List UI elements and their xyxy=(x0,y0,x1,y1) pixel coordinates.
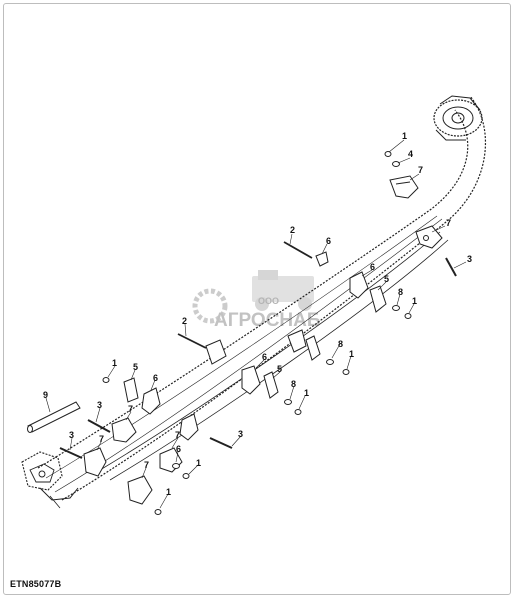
callout-part-1: 1 xyxy=(349,349,354,359)
callout-part-5: 5 xyxy=(133,362,138,372)
part-6-clip xyxy=(315,251,329,267)
image-frame xyxy=(3,3,511,595)
callout-part-7: 7 xyxy=(418,165,423,175)
part-6-clip xyxy=(179,413,199,441)
leader-lines xyxy=(45,139,467,509)
callout-part-7: 7 xyxy=(144,460,149,470)
callout-part-2: 2 xyxy=(182,316,187,326)
part-5-clip xyxy=(123,377,139,403)
part-1-nut xyxy=(342,369,350,375)
callout-labels: 1 4 7 7 3 2 6 6 5 8 1 2 8 1 6 5 8 1 1 5 … xyxy=(43,131,472,497)
callout-part-6: 6 xyxy=(370,262,375,272)
upper-sprocket xyxy=(433,95,483,141)
part-9-rod xyxy=(27,401,81,433)
watermark-prefix: ООО xyxy=(258,296,279,306)
callout-part-3: 3 xyxy=(238,429,243,439)
watermark-name: АГРОСНАБ xyxy=(214,310,321,331)
part-7-shoe xyxy=(415,225,443,249)
callout-part-2: 2 xyxy=(290,225,295,235)
part-7-shoe xyxy=(83,447,107,477)
mount-bracket xyxy=(205,339,227,365)
callout-part-3: 3 xyxy=(97,400,102,410)
callout-part-6: 6 xyxy=(153,373,158,383)
part-5-clip xyxy=(305,335,321,361)
callout-part-3: 3 xyxy=(467,254,472,264)
part-1-nut xyxy=(384,151,392,157)
callout-part-8: 8 xyxy=(291,379,296,389)
callout-part-1: 1 xyxy=(196,458,201,468)
callout-part-6: 6 xyxy=(326,236,331,246)
callout-part-8: 8 xyxy=(338,339,343,349)
part-2-bolt xyxy=(177,333,207,349)
part-1-nut xyxy=(182,473,190,479)
lower-drive-assembly xyxy=(21,451,79,509)
part-4-washer xyxy=(392,161,400,167)
part-8-washer xyxy=(284,399,292,405)
callout-part-3: 3 xyxy=(69,430,74,440)
part-8-washer xyxy=(326,359,334,365)
callout-part-1: 1 xyxy=(166,487,171,497)
callout-part-6: 6 xyxy=(176,444,181,454)
part-3-bolt xyxy=(445,257,457,277)
part-6-clip xyxy=(241,365,261,395)
callout-part-8: 8 xyxy=(398,287,403,297)
part-1-nut xyxy=(154,509,162,515)
callout-part-7: 7 xyxy=(175,430,180,440)
part-5-clip xyxy=(263,371,279,399)
callout-part-7: 7 xyxy=(128,404,133,414)
callout-part-6: 6 xyxy=(262,352,267,362)
figure-code: ETN85077B xyxy=(10,579,62,589)
callout-part-4: 4 xyxy=(408,149,413,159)
part-6-washer xyxy=(172,463,180,469)
part-1-nut xyxy=(102,377,110,383)
callout-part-7: 7 xyxy=(99,434,104,444)
part-1-nut xyxy=(294,409,302,415)
part-7-shoe xyxy=(389,175,419,199)
callout-part-5: 5 xyxy=(384,274,389,284)
part-8-washer xyxy=(392,305,400,311)
callout-part-7: 7 xyxy=(446,218,451,228)
mount-bracket xyxy=(287,329,307,353)
callout-part-1: 1 xyxy=(412,296,417,306)
part-1-nut xyxy=(404,313,412,319)
part-7-shoe xyxy=(127,475,153,505)
part-5-clip xyxy=(369,285,387,313)
part-3-bolt xyxy=(87,419,111,433)
part-3-bolt xyxy=(209,437,233,449)
callout-part-1: 1 xyxy=(402,131,407,141)
part-3-bolt xyxy=(59,447,83,459)
callout-part-5: 5 xyxy=(277,364,282,374)
part-7-shoe xyxy=(111,417,137,443)
callout-part-1: 1 xyxy=(304,388,309,398)
parts-hardware xyxy=(59,151,457,515)
watermark-logo: ООО АГРОСНАБ xyxy=(192,270,321,331)
part-6-clip xyxy=(349,271,369,299)
part-2-bolt xyxy=(283,241,313,259)
callout-part-1: 1 xyxy=(112,358,117,368)
callout-part-9: 9 xyxy=(43,390,48,400)
part-6-clip xyxy=(141,387,161,415)
